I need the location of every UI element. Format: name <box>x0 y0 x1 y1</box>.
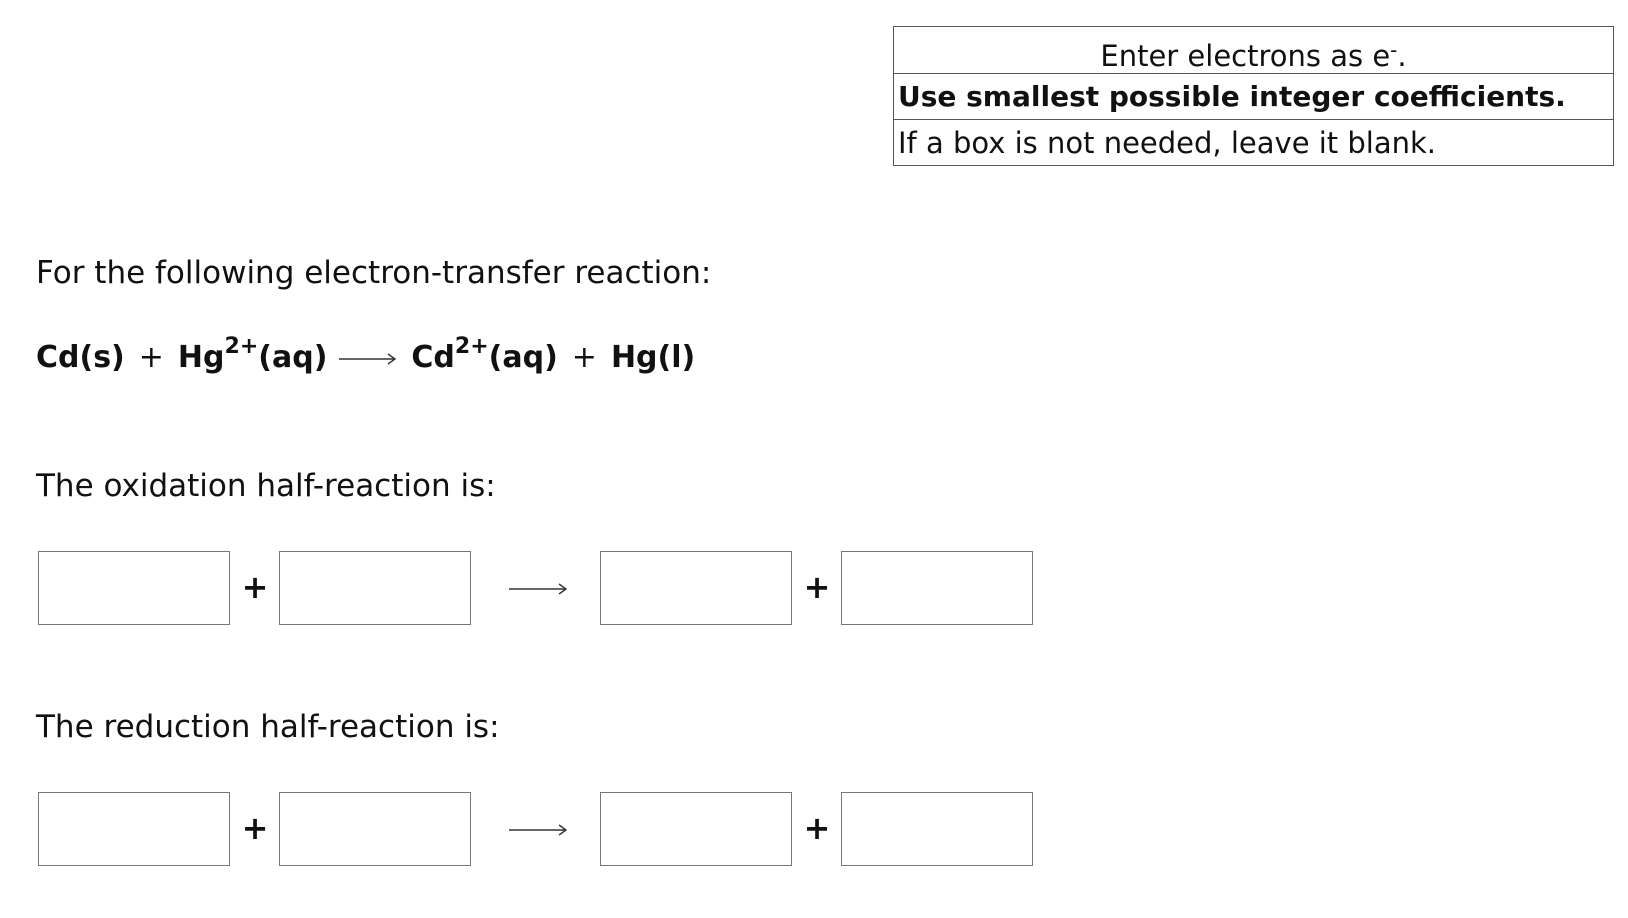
oxidation-reactant-2-input[interactable] <box>279 551 471 625</box>
instruction-electrons-suffix: . <box>1397 39 1407 73</box>
overall-equation: Cd(s) + Hg2+(aq) Cd2+(aq) + Hg(l) <box>36 336 696 390</box>
reactant-mercury-ion: Hg2+(aq) <box>177 336 328 376</box>
product-mercury: Hg(l) <box>610 340 696 375</box>
oxidation-product-1-input[interactable] <box>600 551 792 625</box>
instruction-blank-boxes: If a box is not needed, leave it blank. <box>894 119 1613 165</box>
electron-superscript: - <box>1390 38 1398 62</box>
oxidation-plus-right: + <box>803 568 831 606</box>
equation-plus-1: + <box>138 340 164 375</box>
product-cadmium-charge: 2+ <box>454 334 489 359</box>
oxidation-prompt: The oxidation half-reaction is: <box>36 468 496 504</box>
reduction-product-2-input[interactable] <box>841 792 1033 866</box>
instruction-coefficients: Use smallest possible integer coefficien… <box>894 73 1613 119</box>
reduction-half-reaction: + + <box>38 792 1038 866</box>
oxidation-product-2-input[interactable] <box>841 551 1033 625</box>
long-right-arrow-icon <box>509 824 568 836</box>
reduction-prompt: The reduction half-reaction is: <box>36 709 500 745</box>
reduction-reactant-2-input[interactable] <box>279 792 471 866</box>
reduction-plus-left: + <box>241 809 269 847</box>
oxidation-plus-left: + <box>241 568 269 606</box>
oxidation-half-reaction: + + <box>38 551 1038 625</box>
instruction-electrons-text: Enter electrons as e <box>1100 39 1391 73</box>
product-cadmium-state: (aq) <box>488 340 558 375</box>
reactant-mercury-symbol: Hg <box>177 340 225 375</box>
instructions-table: Enter electrons as e-. Use smallest poss… <box>893 26 1614 166</box>
question-intro: For the following electron-transfer reac… <box>36 255 712 291</box>
reduction-plus-right: + <box>803 809 831 847</box>
long-right-arrow-icon <box>509 583 568 595</box>
reactant-mercury-charge: 2+ <box>224 334 259 359</box>
product-cadmium-symbol: Cd <box>411 340 455 375</box>
reactant-mercury-state: (aq) <box>258 340 328 375</box>
reaction-arrow-icon <box>339 353 397 365</box>
equation-plus-2: + <box>571 340 597 375</box>
oxidation-reactant-1-input[interactable] <box>38 551 230 625</box>
instruction-electrons: Enter electrons as e-. <box>894 27 1613 73</box>
reduction-product-1-input[interactable] <box>600 792 792 866</box>
reduction-reactant-1-input[interactable] <box>38 792 230 866</box>
product-cadmium-ion: Cd2+(aq) <box>411 336 558 376</box>
reactant-cadmium: Cd(s) <box>36 340 125 375</box>
